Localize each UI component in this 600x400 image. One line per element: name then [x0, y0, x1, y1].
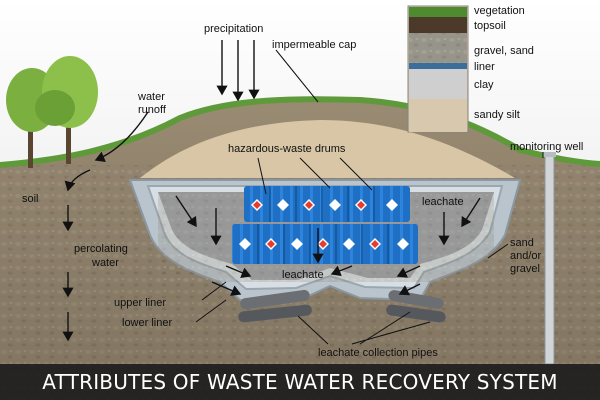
hazardous-drums-label: hazardous-waste drums [228, 143, 346, 155]
water-runoff-label-2: runoff [138, 104, 167, 116]
label-leaders [195, 152, 544, 345]
legend-liner: liner [474, 61, 495, 73]
legend-topsoil: topsoil [474, 20, 506, 32]
title-banner: ATTRIBUTES OF WASTE WATER RECOVERY SYSTE… [0, 364, 600, 400]
impermeable-cap-label: impermeable cap [272, 39, 356, 51]
monitoring-well [543, 152, 556, 365]
trees [6, 56, 98, 168]
sand-gravel-label-2: and/or [510, 250, 542, 262]
leachate-bottom-label: leachate [282, 269, 324, 281]
runoff-arrow [94, 111, 149, 162]
legend-gravel-sand: gravel, sand [474, 45, 534, 57]
precipitation-arrows [216, 40, 260, 102]
leachate-flow-arrows [175, 195, 481, 296]
banner-title: ATTRIBUTES OF WASTE WATER RECOVERY SYSTE… [42, 370, 558, 394]
grass-surface [0, 96, 600, 168]
water-runoff-label-1: water [137, 91, 165, 103]
percolating-label-2: water [91, 257, 119, 269]
legend-vegetation: vegetation [474, 5, 525, 17]
soil-label: soil [22, 193, 39, 205]
cap-leader-line [275, 49, 319, 103]
legend-sandy-silt: sandy silt [474, 109, 520, 121]
percolating-label-1: percolating [74, 243, 128, 255]
collection-pipes-label: leachate collection pipes [318, 347, 438, 359]
legend-clay: clay [474, 79, 494, 91]
sand-gravel-label-1: sand [510, 237, 534, 249]
hazardous-waste-drums [232, 186, 418, 264]
sand-gravel-label-3: gravel [510, 263, 540, 275]
percolating-arrows [62, 169, 91, 342]
monitoring-well-label: monitoring well [510, 141, 583, 153]
layer-legend [407, 5, 469, 133]
leachate-right-label: leachate [422, 196, 464, 208]
upper-liner-label: upper liner [114, 297, 166, 309]
impermeable-cap [140, 120, 515, 178]
lower-liner-label: lower liner [122, 317, 172, 329]
precipitation-label: precipitation [204, 23, 263, 35]
